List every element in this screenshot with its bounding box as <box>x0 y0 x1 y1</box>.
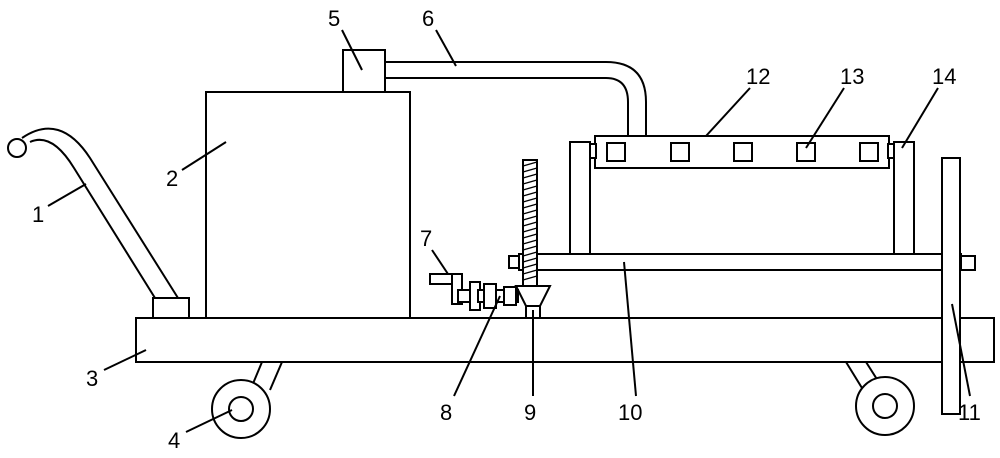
base-plate <box>135 317 995 363</box>
label-8: 8 <box>440 400 452 425</box>
leader-line-1 <box>47 183 87 207</box>
support-post-right <box>893 141 915 255</box>
spray-box-bracket-right <box>887 143 895 159</box>
nozzle <box>733 142 753 162</box>
crank-handle <box>429 273 481 311</box>
support-post-left <box>569 141 591 255</box>
nozzle <box>796 142 816 162</box>
leader-line-5 <box>341 29 363 71</box>
label-3: 3 <box>86 366 98 391</box>
nozzle <box>606 142 626 162</box>
label-9: 9 <box>524 400 536 425</box>
leader-line-6 <box>435 29 457 67</box>
lifting-plate <box>518 253 962 271</box>
nozzle <box>859 142 879 162</box>
leader-line-8 <box>453 295 501 397</box>
leader-line-7 <box>431 249 449 275</box>
water-pipe <box>384 61 647 137</box>
leader-line-11 <box>951 303 971 397</box>
label-6: 6 <box>422 6 434 31</box>
side-plate <box>941 157 961 415</box>
label-7: 7 <box>420 226 432 251</box>
label-14: 14 <box>932 64 956 89</box>
label-2: 2 <box>166 166 178 191</box>
label-13: 13 <box>840 64 864 89</box>
leader-line-2 <box>181 141 227 171</box>
leader-line-4 <box>185 409 233 433</box>
label-12: 12 <box>746 64 770 89</box>
leader-line-13 <box>805 87 845 149</box>
label-5: 5 <box>328 6 340 31</box>
leader-line-3 <box>103 349 147 371</box>
label-4: 4 <box>168 428 180 453</box>
push-handle <box>7 127 190 319</box>
leader-line-14 <box>901 87 939 149</box>
wheel-right <box>845 361 915 436</box>
pump <box>342 49 386 93</box>
label-10: 10 <box>618 400 642 425</box>
label-1: 1 <box>32 202 44 227</box>
leader-line-12 <box>705 87 751 137</box>
lifting-plate-end-right <box>960 255 976 271</box>
threaded-rod <box>522 159 538 287</box>
nozzle <box>670 142 690 162</box>
leader-line-10 <box>623 261 637 397</box>
bevel-gear <box>514 285 552 319</box>
lifting-plate-end-left <box>508 255 520 269</box>
drive-shaft <box>477 283 519 309</box>
label-11: 11 <box>958 400 981 425</box>
spray-box-bracket-left <box>589 143 597 159</box>
water-tank <box>205 91 411 319</box>
wheel-left <box>211 361 283 439</box>
